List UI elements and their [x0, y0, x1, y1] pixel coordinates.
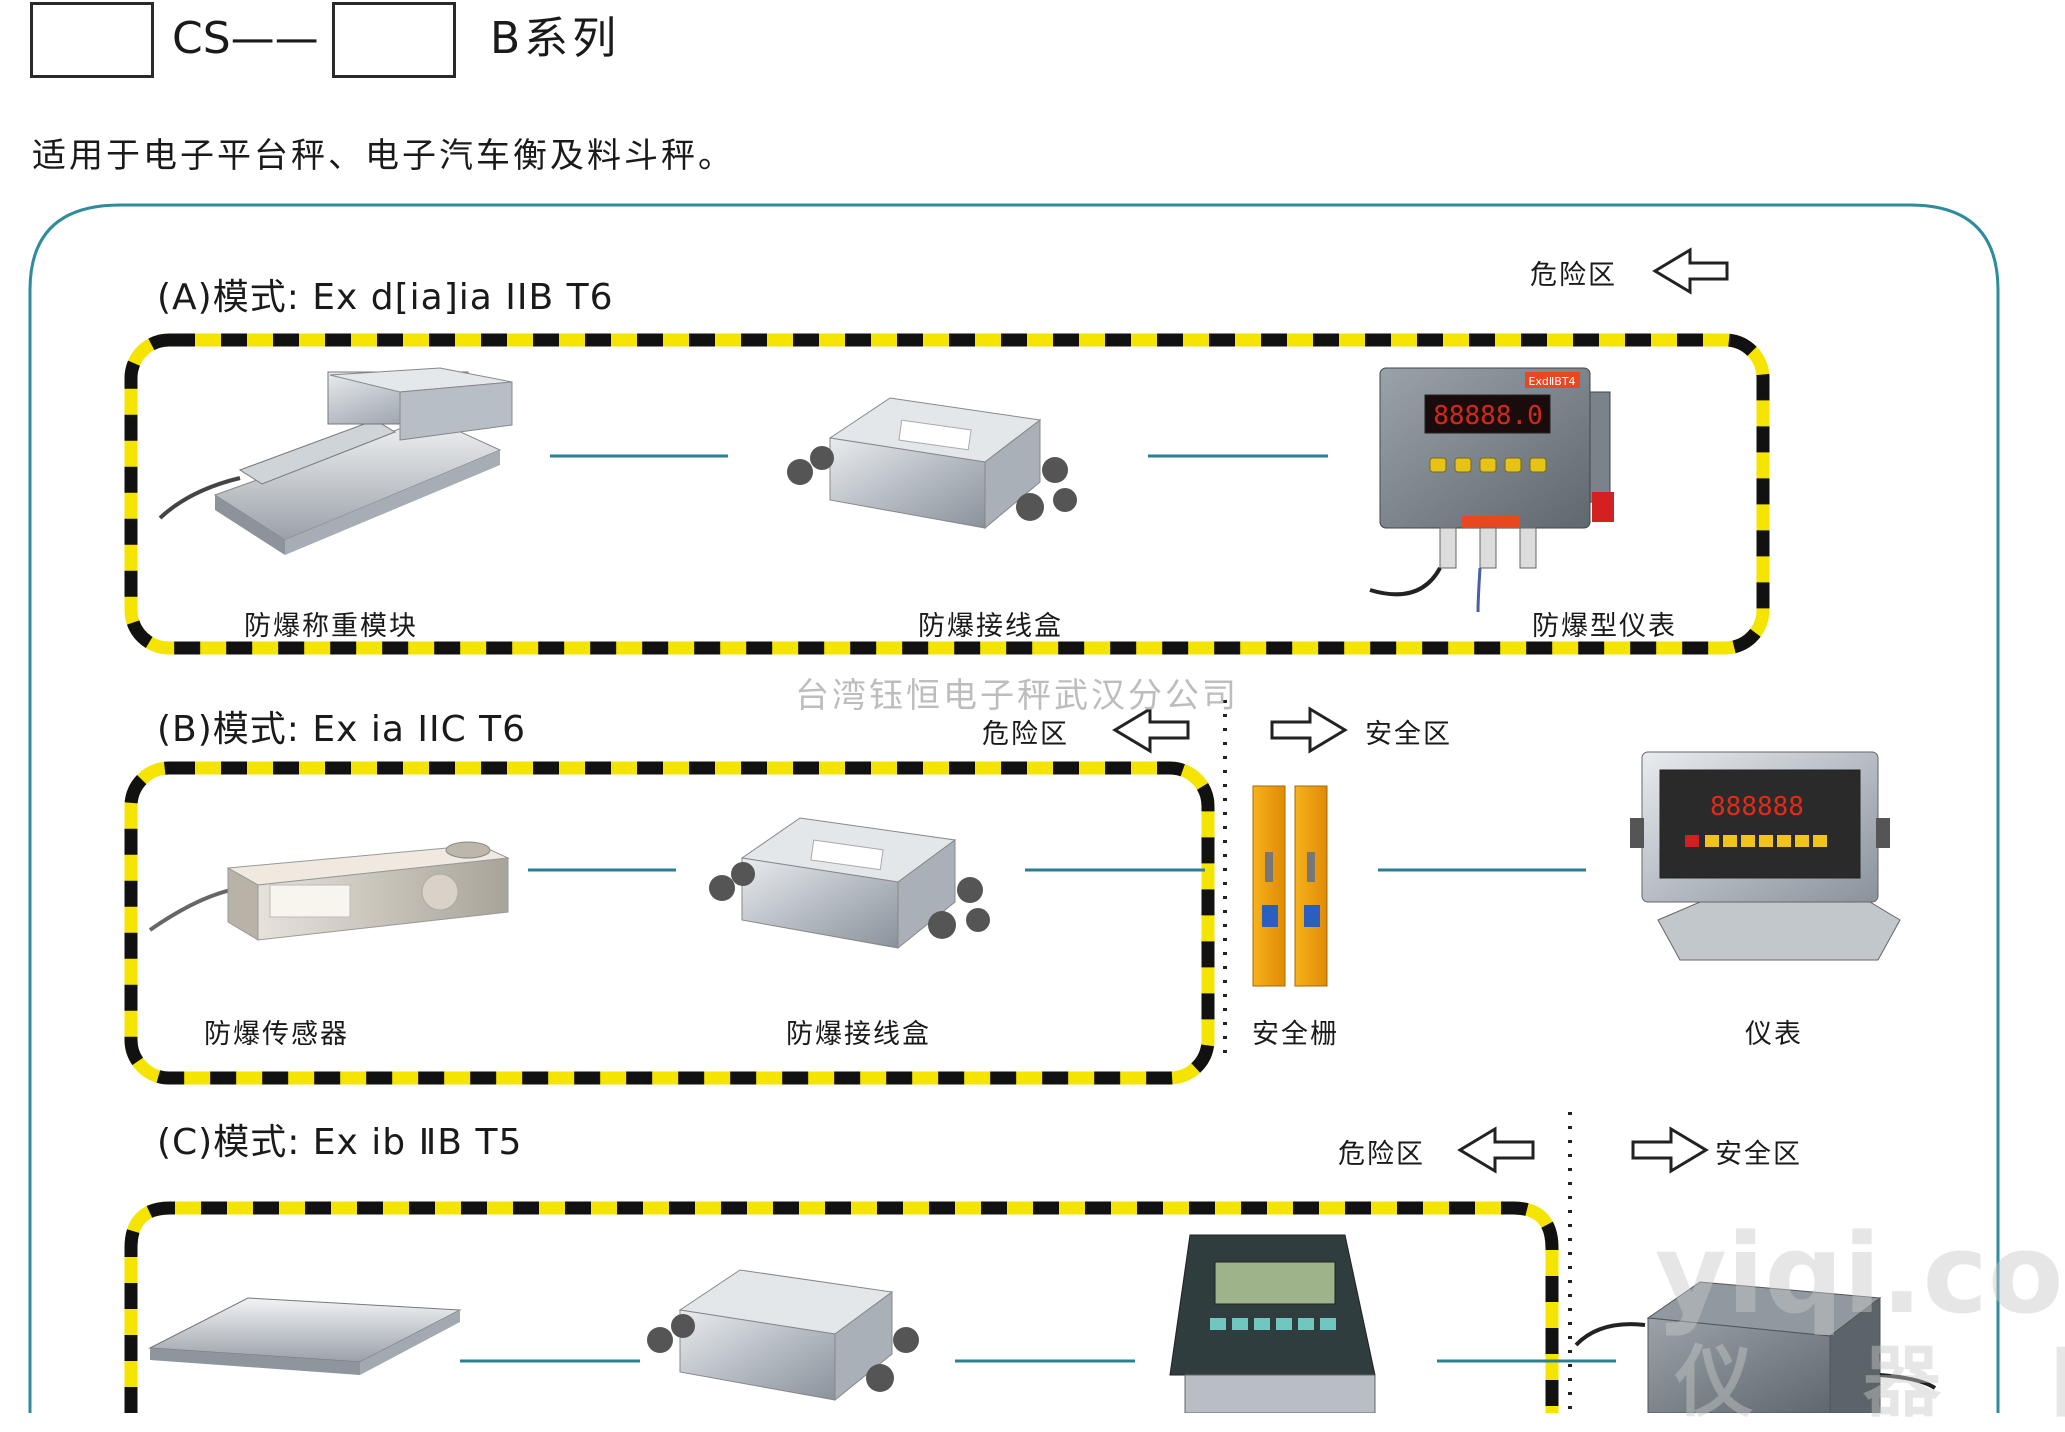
- mode-c-title: (C)模式: Ex ib ⅡB T5: [157, 1122, 523, 1163]
- connector-lines: [460, 454, 1616, 1363]
- junction-box-c-image: [647, 1269, 919, 1402]
- safe-arrow-c: [1631, 1126, 1709, 1174]
- device-label-load-cell: 防爆传感器: [204, 1019, 349, 1050]
- device-label-explosion-proof-indicator: 防爆型仪表: [1532, 611, 1677, 642]
- mode-a-hazard-box: [124, 333, 1770, 655]
- junction-box-a-image: [787, 397, 1077, 530]
- safe-zone-box-c-image: [1574, 1281, 1937, 1413]
- device-label-junction-box-b: 防爆接线盒: [786, 1019, 931, 1050]
- application-description: 适用于电子平台秤、电子汽车衡及料斗秤。: [32, 136, 735, 176]
- indicator-a-display-text: 88888.0: [1433, 401, 1543, 431]
- model-code-box-left: [30, 2, 154, 78]
- weighing-module-image: [158, 367, 513, 555]
- mode-b-hazard-box: [124, 761, 1215, 1085]
- device-label-indicator: 仪表: [1745, 1019, 1803, 1050]
- mode-b-danger-label: 危险区: [982, 719, 1069, 750]
- model-code-prefix: CS——: [172, 13, 319, 64]
- platform-scale-image: [148, 1297, 462, 1375]
- safe-arrow-b: [1270, 706, 1348, 754]
- mode-b-title: (B)模式: Ex ia IIC T6: [157, 709, 527, 750]
- indicator-b-image: 888888: [1630, 751, 1901, 961]
- mode-c-safe-label: 安全区: [1715, 1139, 1802, 1170]
- indicator-a-badge-text: ExdⅡBT4: [1528, 375, 1575, 388]
- mode-a-title: (A)模式: Ex d[ia]ia IIB T6: [157, 277, 614, 318]
- mode-c-hazard-box: [124, 1201, 1559, 1413]
- device-label-weighing-module: 防爆称重模块: [244, 611, 418, 642]
- mode-c-danger-label: 危险区: [1338, 1139, 1425, 1170]
- outer-frame: [28, 203, 2000, 1413]
- company-watermark: 台湾钰恒电子秤武汉分公司: [795, 676, 1239, 716]
- indicator-c-image: [1169, 1234, 1376, 1413]
- model-code-box-right: [332, 2, 456, 78]
- device-label-junction-box-a: 防爆接线盒: [918, 611, 1063, 642]
- mode-b-safe-label: 安全区: [1365, 719, 1452, 750]
- danger-arrow-b: [1112, 706, 1190, 754]
- load-cell-image: [148, 841, 510, 941]
- model-series-label: B系列: [490, 13, 621, 64]
- danger-arrow-c: [1457, 1126, 1535, 1174]
- indicator-b-display-text: 888888: [1710, 792, 1804, 822]
- device-label-safety-barrier: 安全栅: [1252, 1019, 1339, 1050]
- safety-barrier-image: [1252, 785, 1328, 987]
- danger-arrow-a: [1652, 247, 1729, 295]
- mode-a-danger-label: 危险区: [1530, 260, 1617, 291]
- site-watermark-latin: yiqi.com: [1655, 1210, 2065, 1338]
- site-watermark-cjk: 仪器网: [1675, 1338, 2065, 1428]
- junction-box-b-image: [709, 817, 990, 950]
- explosion-proof-indicator-image: ExdⅡBT4 88888.0: [1369, 367, 1614, 613]
